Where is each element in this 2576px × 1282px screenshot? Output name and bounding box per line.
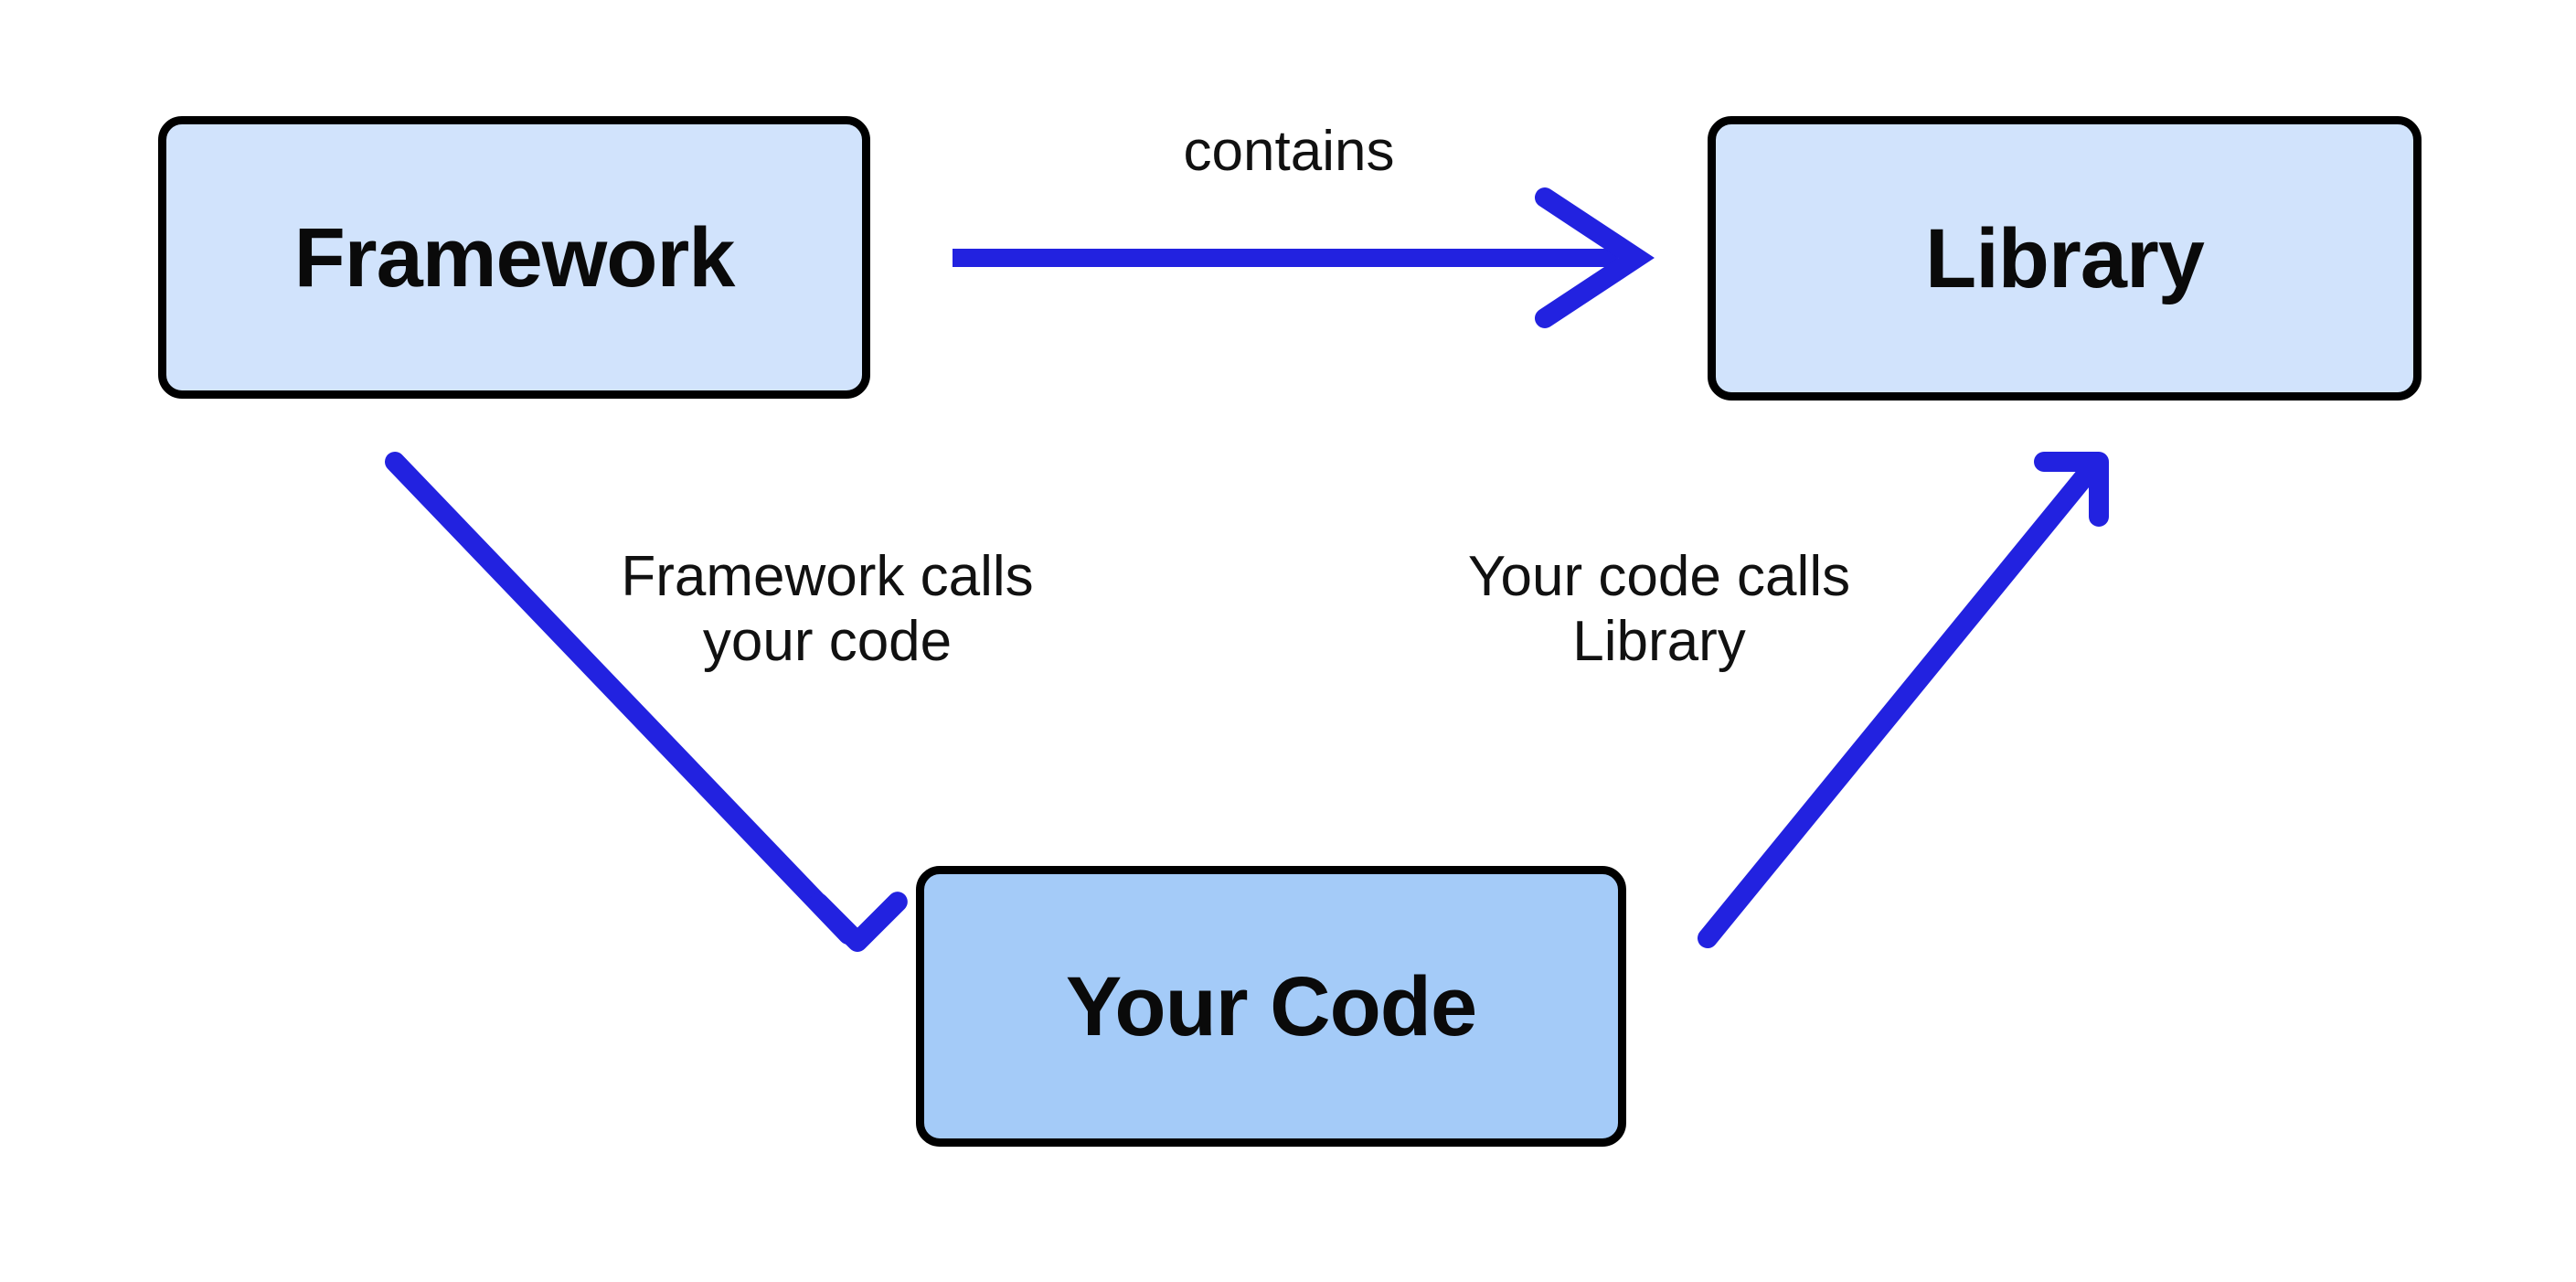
arrow-your-code-calls-library: [1698, 452, 2109, 948]
node-your-code[interactable]: Your Code: [916, 866, 1626, 1147]
node-your-code-label: Your Code: [1065, 959, 1477, 1053]
node-library[interactable]: Library: [1708, 116, 2422, 401]
edge-label-your-code-calls-library: Your code calls Library: [1467, 545, 1851, 674]
node-framework[interactable]: Framework: [158, 116, 870, 399]
edge-label-framework-calls-your-code: Framework calls your code: [621, 545, 1034, 674]
arrow-framework-calls-your-code: [385, 452, 908, 952]
node-framework-label: Framework: [293, 210, 736, 304]
edge-label-contains: contains: [1183, 120, 1395, 183]
node-library-label: Library: [1925, 211, 2205, 305]
arrow-framework-contains-library: [953, 187, 1655, 328]
